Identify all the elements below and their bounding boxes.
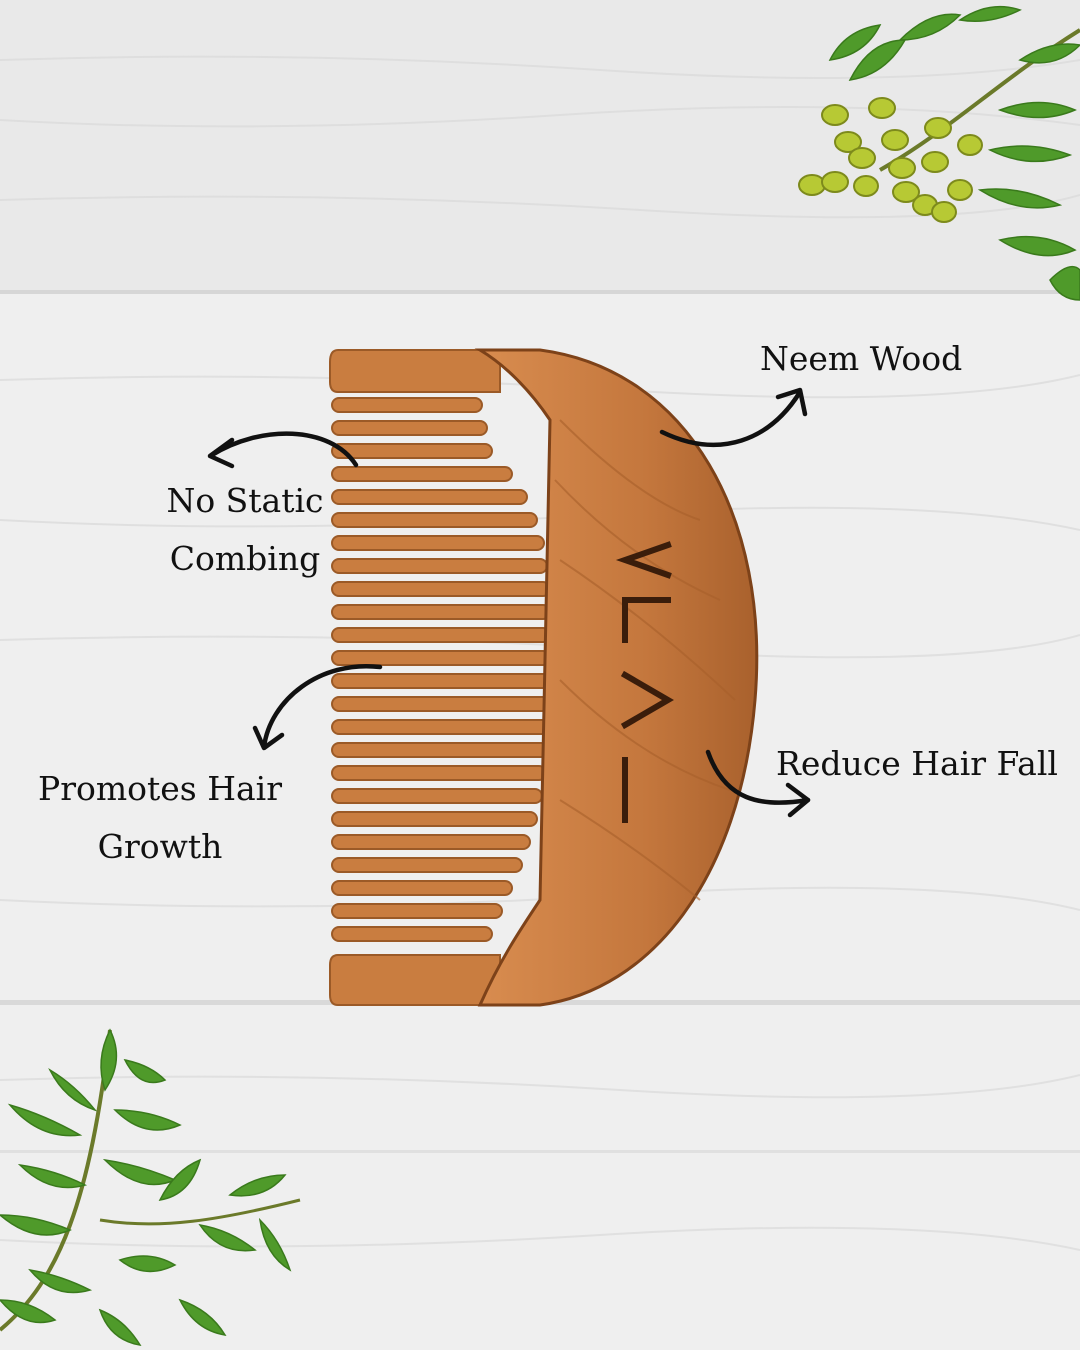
callout-arrows bbox=[207, 387, 811, 818]
callout-hair-growth-line1: Promotes Hair bbox=[37, 769, 282, 808]
callout-hair-growth-line2: Growth bbox=[97, 827, 223, 866]
neem-branch-berries bbox=[798, 5, 1080, 301]
callout-neem-wood-text: Neem Wood bbox=[760, 339, 963, 378]
callout-no-static-line2: Combing bbox=[169, 539, 321, 578]
comb-teeth bbox=[331, 397, 551, 942]
alvi-logo-engraving bbox=[615, 541, 674, 823]
callout-no-static-line1: No Static bbox=[166, 481, 324, 520]
callout-no-static-combing: No Static Combing bbox=[160, 472, 330, 588]
callout-reduce-hair-fall: Reduce Hair Fall bbox=[776, 735, 1058, 793]
neem-leaves-bottom bbox=[0, 1028, 301, 1347]
callout-promotes-hair-growth: Promotes Hair Growth bbox=[30, 760, 290, 876]
neem-wood-comb bbox=[329, 348, 759, 1007]
arrow-hair-fall bbox=[705, 749, 811, 805]
arrow-neem-wood bbox=[659, 389, 803, 447]
arrow-no-static bbox=[209, 431, 359, 468]
callout-neem-wood: Neem Wood bbox=[760, 330, 962, 388]
arrow-hair-growth bbox=[261, 663, 383, 750]
callout-hair-fall-text: Reduce Hair Fall bbox=[776, 744, 1058, 783]
comb-spine bbox=[474, 348, 759, 1007]
